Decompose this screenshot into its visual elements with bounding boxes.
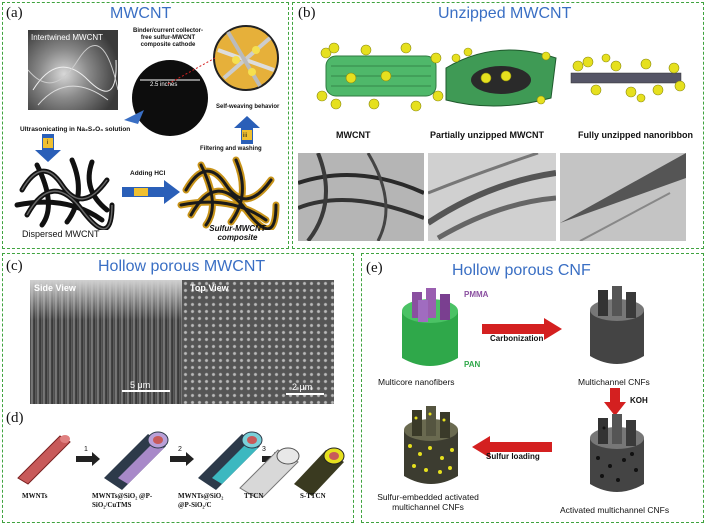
dispersed-label: Dispersed MWCNT <box>22 229 100 239</box>
step-iii-label: iii <box>243 133 247 139</box>
carbonization-label: Carbonization <box>490 334 544 343</box>
tem-image-partial <box>428 153 556 241</box>
sem-label: Intertwined MWCNT <box>31 33 104 42</box>
pan-label: PAN <box>464 360 481 369</box>
activated-label: Activated multichannel CNFs <box>560 505 670 515</box>
multicore-label: Multicore nanofibers <box>378 377 455 387</box>
sem-image-intertwined: Intertwined MWCNT <box>28 30 118 110</box>
multichannel-label: Multichannel CNFs <box>578 377 650 387</box>
hcl-label: Adding HCl <box>130 170 166 177</box>
sulfur-embedded-label: Sulfur-embedded activated multichannel C… <box>377 492 479 512</box>
cathode-disc <box>124 60 208 136</box>
s-ttcn-model <box>294 447 345 496</box>
cathode-note: Binder/current collector-free sulfur-MWC… <box>132 28 203 48</box>
panel-a <box>2 2 289 249</box>
nanoribbon-model <box>570 72 682 84</box>
panel-a-title: MWCNT <box>110 5 172 22</box>
sem-texture <box>28 45 118 106</box>
sulfur-embedded-cnf-model <box>404 406 458 484</box>
label-fully-unzipped: Fully unzipped nanoribbon <box>578 130 693 140</box>
panel-b <box>292 2 704 249</box>
dispersed-mwcnt-drawing <box>14 157 115 230</box>
koh-label: KOH <box>630 396 648 405</box>
tem-image-mwcnt <box>298 153 424 241</box>
step-1: 1 <box>84 446 88 453</box>
right-arrow-ii <box>122 180 180 204</box>
label-s-ttcn: S-TTCN <box>300 492 326 500</box>
step-2: 2 <box>178 446 182 453</box>
zoom-guide-lines <box>167 57 216 85</box>
down-arrow-i <box>35 134 61 162</box>
label-mwnts: MWNTs <box>22 492 48 500</box>
label-sio2-cutms: MWNTs@SiO₂ @P-SiO₂/CuTMS <box>92 492 153 509</box>
top-view-label: Top View <box>190 283 229 293</box>
tem-image-ribbon <box>560 153 686 241</box>
scale-2um: 2 μm <box>292 382 313 392</box>
filter-label: Filtering and washing <box>200 146 262 152</box>
pmma-label: PMMA <box>464 290 489 299</box>
sulfur-loading-label: Sulfur loading <box>486 452 540 461</box>
sem-top-view: Top View 2 μm <box>182 280 334 404</box>
panel-c-title: Hollow porous MWCNT <box>98 258 266 275</box>
panel-b-letter: (b) <box>298 5 316 21</box>
koh-arrow <box>604 388 626 416</box>
weave-label: Self-weaving behavior <box>216 104 280 110</box>
multicore-nanofiber-model <box>402 288 458 366</box>
panel-cd <box>2 253 354 523</box>
mwnt-model <box>17 435 71 485</box>
step-i-label: i <box>47 140 49 146</box>
unzipping-models <box>316 42 686 112</box>
sio2-c-model <box>198 431 263 490</box>
multichannel-cnf-model <box>590 286 644 364</box>
carbonization-arrow <box>482 318 562 340</box>
sem-side-view: Side View 5 μm <box>30 280 182 404</box>
side-view-label: Side View <box>34 283 76 293</box>
sio2-cutms-model <box>104 431 169 490</box>
ultrasonic-label: Ultrasonicating in Na₂S₂O₃ solution <box>20 126 131 133</box>
label-mwcnt: MWCNT <box>336 130 371 140</box>
label-ttcn: TTCN <box>244 492 264 500</box>
activated-cnf-model <box>590 414 644 492</box>
panel-e <box>361 253 704 523</box>
sulfur-mwcnt-drawing <box>177 156 280 230</box>
ttcn-model <box>239 447 300 498</box>
panel-a-letter: (a) <box>6 5 23 21</box>
ttcn-synthesis-scheme <box>17 431 345 498</box>
panel-d-letter: (d) <box>6 410 24 426</box>
up-arrow-iii <box>234 116 260 144</box>
scale-5um: 5 μm <box>130 380 151 390</box>
panel-c-letter: (c) <box>6 258 23 274</box>
scale-label: 2.5 inches <box>150 82 178 88</box>
label-partially-unzipped: Partially unzipped MWCNT <box>430 130 545 140</box>
panel-b-title: Unzipped MWCNT <box>438 5 572 22</box>
sulfur-loading-arrow <box>472 436 552 458</box>
panel-e-title: Hollow porous CNF <box>452 262 591 279</box>
step-3: 3 <box>262 446 266 453</box>
label-sio2-c: MWNTs@SiO₂ @P-SiO₂/C <box>178 492 224 509</box>
panel-e-letter: (e) <box>366 260 383 276</box>
composite-label: Sulfur-MWCNT composite <box>209 224 266 242</box>
weave-zoom <box>213 25 279 91</box>
